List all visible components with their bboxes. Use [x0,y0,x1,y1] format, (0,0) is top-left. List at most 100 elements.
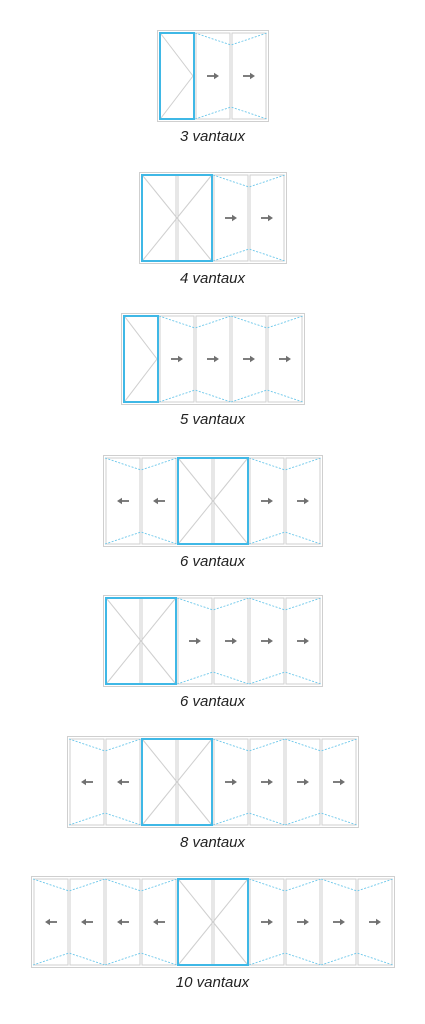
door-leaf [285,738,321,826]
door-leaf [159,32,195,120]
arrow-right-icon [261,918,273,926]
fold-marker [68,738,142,826]
door-leaf [285,878,321,966]
arrow-right-icon [207,72,219,80]
door-leaf [321,878,357,966]
door-leaf [177,738,213,826]
door-leaf [195,32,231,120]
door-leaf [33,878,69,966]
opening-symbol-icon [106,598,176,684]
door-frame [67,736,359,828]
door-diagram [139,172,287,264]
arrow-right-icon [297,637,309,645]
door-leaf [267,315,303,403]
door-leaf [285,457,321,545]
door-leaf [105,878,141,966]
arrow-right-icon [261,778,273,786]
fold-marker [248,878,322,966]
opening-symbol-icon [160,33,194,119]
door-leaf [177,597,213,685]
door-leaf [321,738,357,826]
door-leaf [249,457,285,545]
arrow-left-icon [81,918,93,926]
door-frame [103,595,323,687]
arrow-right-icon [297,778,309,786]
configuration-label: 5 vantaux [179,411,246,428]
door-leaf [249,174,285,262]
arrow-right-icon [369,918,381,926]
arrow-right-icon [207,355,219,363]
arrow-right-icon [189,637,201,645]
door-leaf [159,315,195,403]
fold-marker [104,878,178,966]
fold-marker [248,597,322,685]
fold-marker [248,457,322,545]
door-leaf [141,878,177,966]
door-leaf [213,457,249,545]
arrow-right-icon [225,214,237,222]
door-diagram [157,30,269,122]
configuration-label: 3 vantaux [179,128,246,145]
door-leaf [231,315,267,403]
opening-symbol-icon [142,739,212,825]
fixed-leaf-frame [177,457,249,545]
arrow-left-icon [117,497,129,505]
fixed-leaf-frame [141,174,213,262]
arrow-right-icon [261,637,273,645]
door-frame [103,455,323,547]
arrow-right-icon [243,355,255,363]
fixed-leaf-frame [141,738,213,826]
door-frame [121,313,305,405]
door-leaf [141,457,177,545]
door-leaf [177,457,213,545]
fold-marker [158,315,232,403]
door-leaf [249,738,285,826]
configuration-label: 10 vantaux [175,974,250,991]
arrow-left-icon [81,778,93,786]
configuration-label: 8 vantaux [179,834,246,851]
arrow-left-icon [117,778,129,786]
opening-symbol-icon [124,316,158,402]
door-leaf [177,878,213,966]
configuration-label: 6 vantaux [179,553,246,570]
door-diagram [103,595,323,687]
door-leaf [105,457,141,545]
arrow-right-icon [261,497,273,505]
door-leaf [285,597,321,685]
door-diagram [31,876,395,968]
door-leaf [231,32,267,120]
arrow-right-icon [279,355,291,363]
fold-marker [320,878,394,966]
door-leaf [213,878,249,966]
door-leaf [141,174,177,262]
fold-marker [212,738,286,826]
arrow-right-icon [243,72,255,80]
arrow-right-icon [225,637,237,645]
fold-marker [194,32,268,120]
door-leaf [213,738,249,826]
arrow-right-icon [171,355,183,363]
fold-marker [284,738,358,826]
door-leaf [195,315,231,403]
door-leaf [69,738,105,826]
door-leaf [105,738,141,826]
door-leaf [69,878,105,966]
door-leaf [249,878,285,966]
arrow-left-icon [117,918,129,926]
arrow-left-icon [153,918,165,926]
arrow-right-icon [261,214,273,222]
fold-marker [104,457,178,545]
arrow-left-icon [153,497,165,505]
door-leaf [141,597,177,685]
arrow-right-icon [225,778,237,786]
fixed-leaf-frame [159,32,195,120]
door-leaf [357,878,393,966]
door-leaf [105,597,141,685]
configuration-label: 6 vantaux [179,693,246,710]
door-leaf [249,597,285,685]
door-diagram [103,455,323,547]
fixed-leaf-frame [177,878,249,966]
fold-marker [230,315,304,403]
opening-symbol-icon [142,175,212,261]
door-leaf [177,174,213,262]
